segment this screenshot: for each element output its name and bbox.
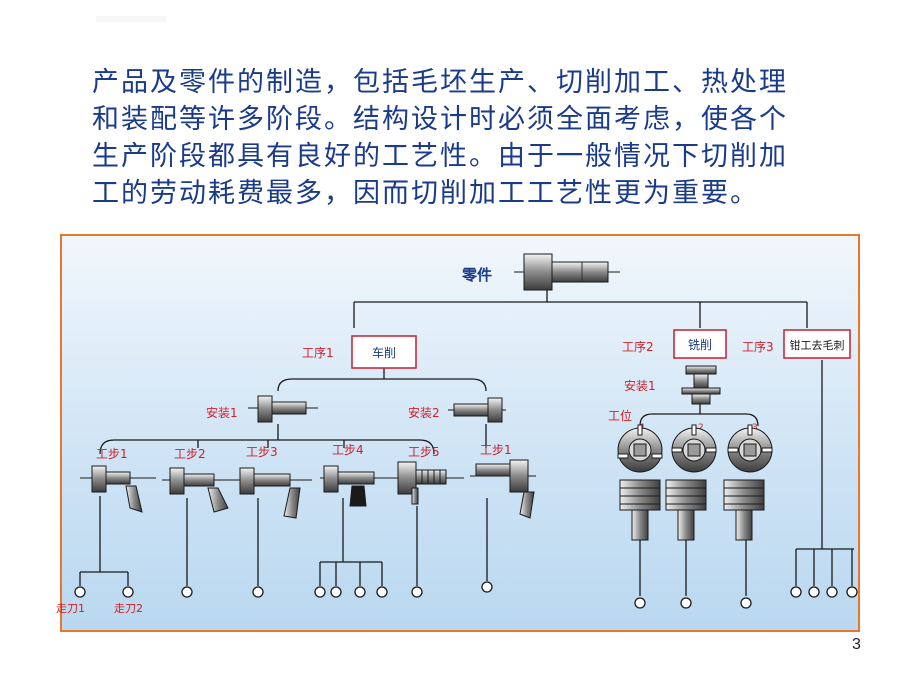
intro-paragraph: 产品及零件的制造，包括毛坯生产、切削加工、热处理 和装配等许多阶段。结构设计时必…: [92, 64, 852, 212]
install2-label: 安装2: [408, 405, 440, 420]
process2-tag: 工序2: [622, 339, 654, 354]
milling-fixture-icon: [681, 365, 721, 405]
pass2-label: 走刀2: [114, 602, 143, 615]
pass1-label: 走刀1: [56, 602, 85, 615]
paragraph-line: 和装配等许多阶段。结构设计时必须全面考虑，使各个: [92, 104, 788, 135]
step3-turning-icon: [236, 467, 312, 519]
bolt-part-icon: [514, 253, 620, 291]
paragraph-line: 生产阶段都具有良好的工艺性。由于一般情况下切削加: [92, 141, 788, 172]
step5-label: 工步5: [408, 445, 440, 459]
turning-step-icons: [80, 459, 536, 519]
step4-label: 工步4: [332, 443, 364, 457]
step6-label: 工步1: [480, 443, 512, 457]
step3-label: 工步3: [246, 445, 278, 459]
milling-cutter-icons: [619, 479, 765, 541]
chuck-position1-icon: [617, 424, 663, 473]
step4-chamfer-icon: [320, 465, 392, 507]
milling-process-box: [673, 329, 727, 359]
process-diagram-frame: 零件 工序1 车削 工序2 铣削 工序3 钳工去毛刺 安装1 安装2 工步1 工…: [56, 234, 860, 632]
chuck-position3-icon: [727, 424, 773, 473]
operation-end-nodes: [74, 581, 858, 609]
header-decoration: [96, 16, 166, 22]
step1-label: 工步1: [96, 447, 128, 461]
milling-cutter2-icon: [665, 479, 707, 541]
paragraph-line: 工的劳动耗费最多，因而切削加工工艺性更为重要。: [92, 178, 759, 209]
step2-label: 工步2: [174, 447, 206, 461]
position-number: 3: [752, 423, 758, 433]
milling-install-label: 安装1: [624, 378, 656, 393]
milling-cutter3-icon: [723, 479, 765, 541]
index-chuck-icons: [617, 424, 773, 473]
connector-lines: [79, 289, 854, 596]
step1-turning-icon: [80, 465, 156, 513]
milling-cutter1-icon: [619, 479, 661, 541]
process-diagram: 零件 工序1 车削 工序2 铣削 工序3 钳工去毛刺 安装1 安装2 工步1 工…: [56, 253, 858, 615]
position-number: 2: [698, 423, 704, 433]
position-label: 工位: [608, 408, 632, 423]
turning-process-label: 车削: [372, 345, 396, 360]
deburring-process-label: 钳工去毛刺: [790, 339, 845, 352]
turning-process-box: [351, 335, 417, 369]
install2-part-icon: [448, 397, 506, 423]
install1-label: 安装1: [206, 405, 238, 420]
process3-tag: 工序3: [742, 339, 774, 354]
deburring-process-box: [783, 329, 851, 359]
step5-threading-icon: [392, 461, 464, 505]
chuck-position2-icon: [671, 424, 717, 473]
root-part-label: 零件: [461, 266, 492, 284]
milling-process-label: 铣削: [688, 338, 712, 352]
install1-part-icon: [248, 395, 318, 423]
page-number: 3: [852, 636, 861, 653]
process1-tag: 工序1: [302, 345, 334, 360]
step2-turning-icon: [162, 467, 238, 513]
paragraph-line: 产品及零件的制造，包括毛坯生产、切削加工、热处理: [92, 67, 788, 98]
step6-facing-icon: [470, 459, 536, 519]
